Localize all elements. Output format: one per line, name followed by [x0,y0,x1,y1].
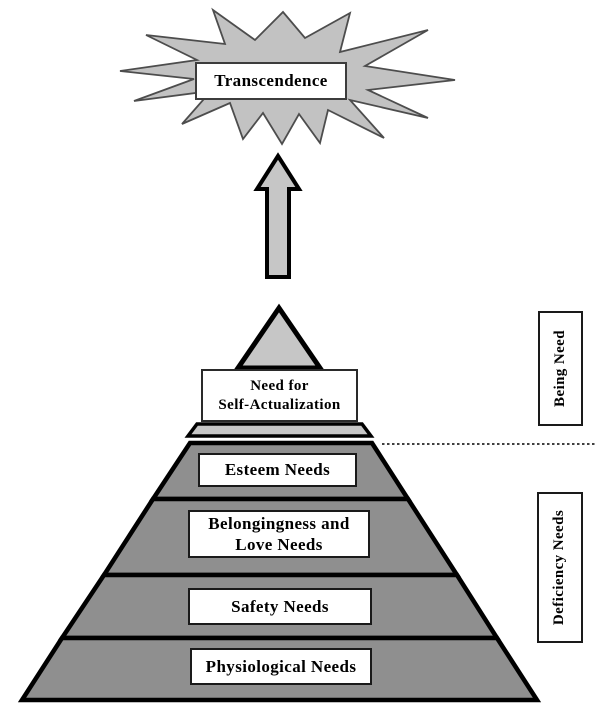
physiological-needs-label: Physiological Needs [205,656,357,676]
being-need-label-box: Being Need [538,311,583,426]
belongingness-love-needs-label-box: Belongingness and Love Needs [188,510,370,558]
belongingness-label-line2: Love Needs [235,535,323,554]
safety-needs-label-box: Safety Needs [188,588,372,625]
being-need-label: Being Need [552,330,569,407]
transcendence-label: Transcendence [214,71,328,91]
esteem-needs-label: Esteem Needs [224,460,331,480]
safety-needs-label: Safety Needs [231,596,329,616]
self-actualization-base-strip [184,422,375,438]
self-actualization-label-line2: Self-Actualization [218,396,341,413]
self-actualization-label-line1: Need for [250,377,309,394]
self-actualization-label-box: Need for Self-Actualization [201,369,358,422]
up-arrow-icon [253,152,303,279]
esteem-needs-label-box: Esteem Needs [198,453,357,487]
physiological-needs-label-box: Physiological Needs [190,648,372,685]
belongingness-label-line1: Belongingness and [208,513,350,533]
deficiency-needs-label-box: Deficiency Needs [537,492,583,643]
deficiency-needs-label: Deficiency Needs [551,509,568,626]
pyramid-apex-triangle [233,303,325,371]
transcendence-label-box: Transcendence [195,62,347,100]
